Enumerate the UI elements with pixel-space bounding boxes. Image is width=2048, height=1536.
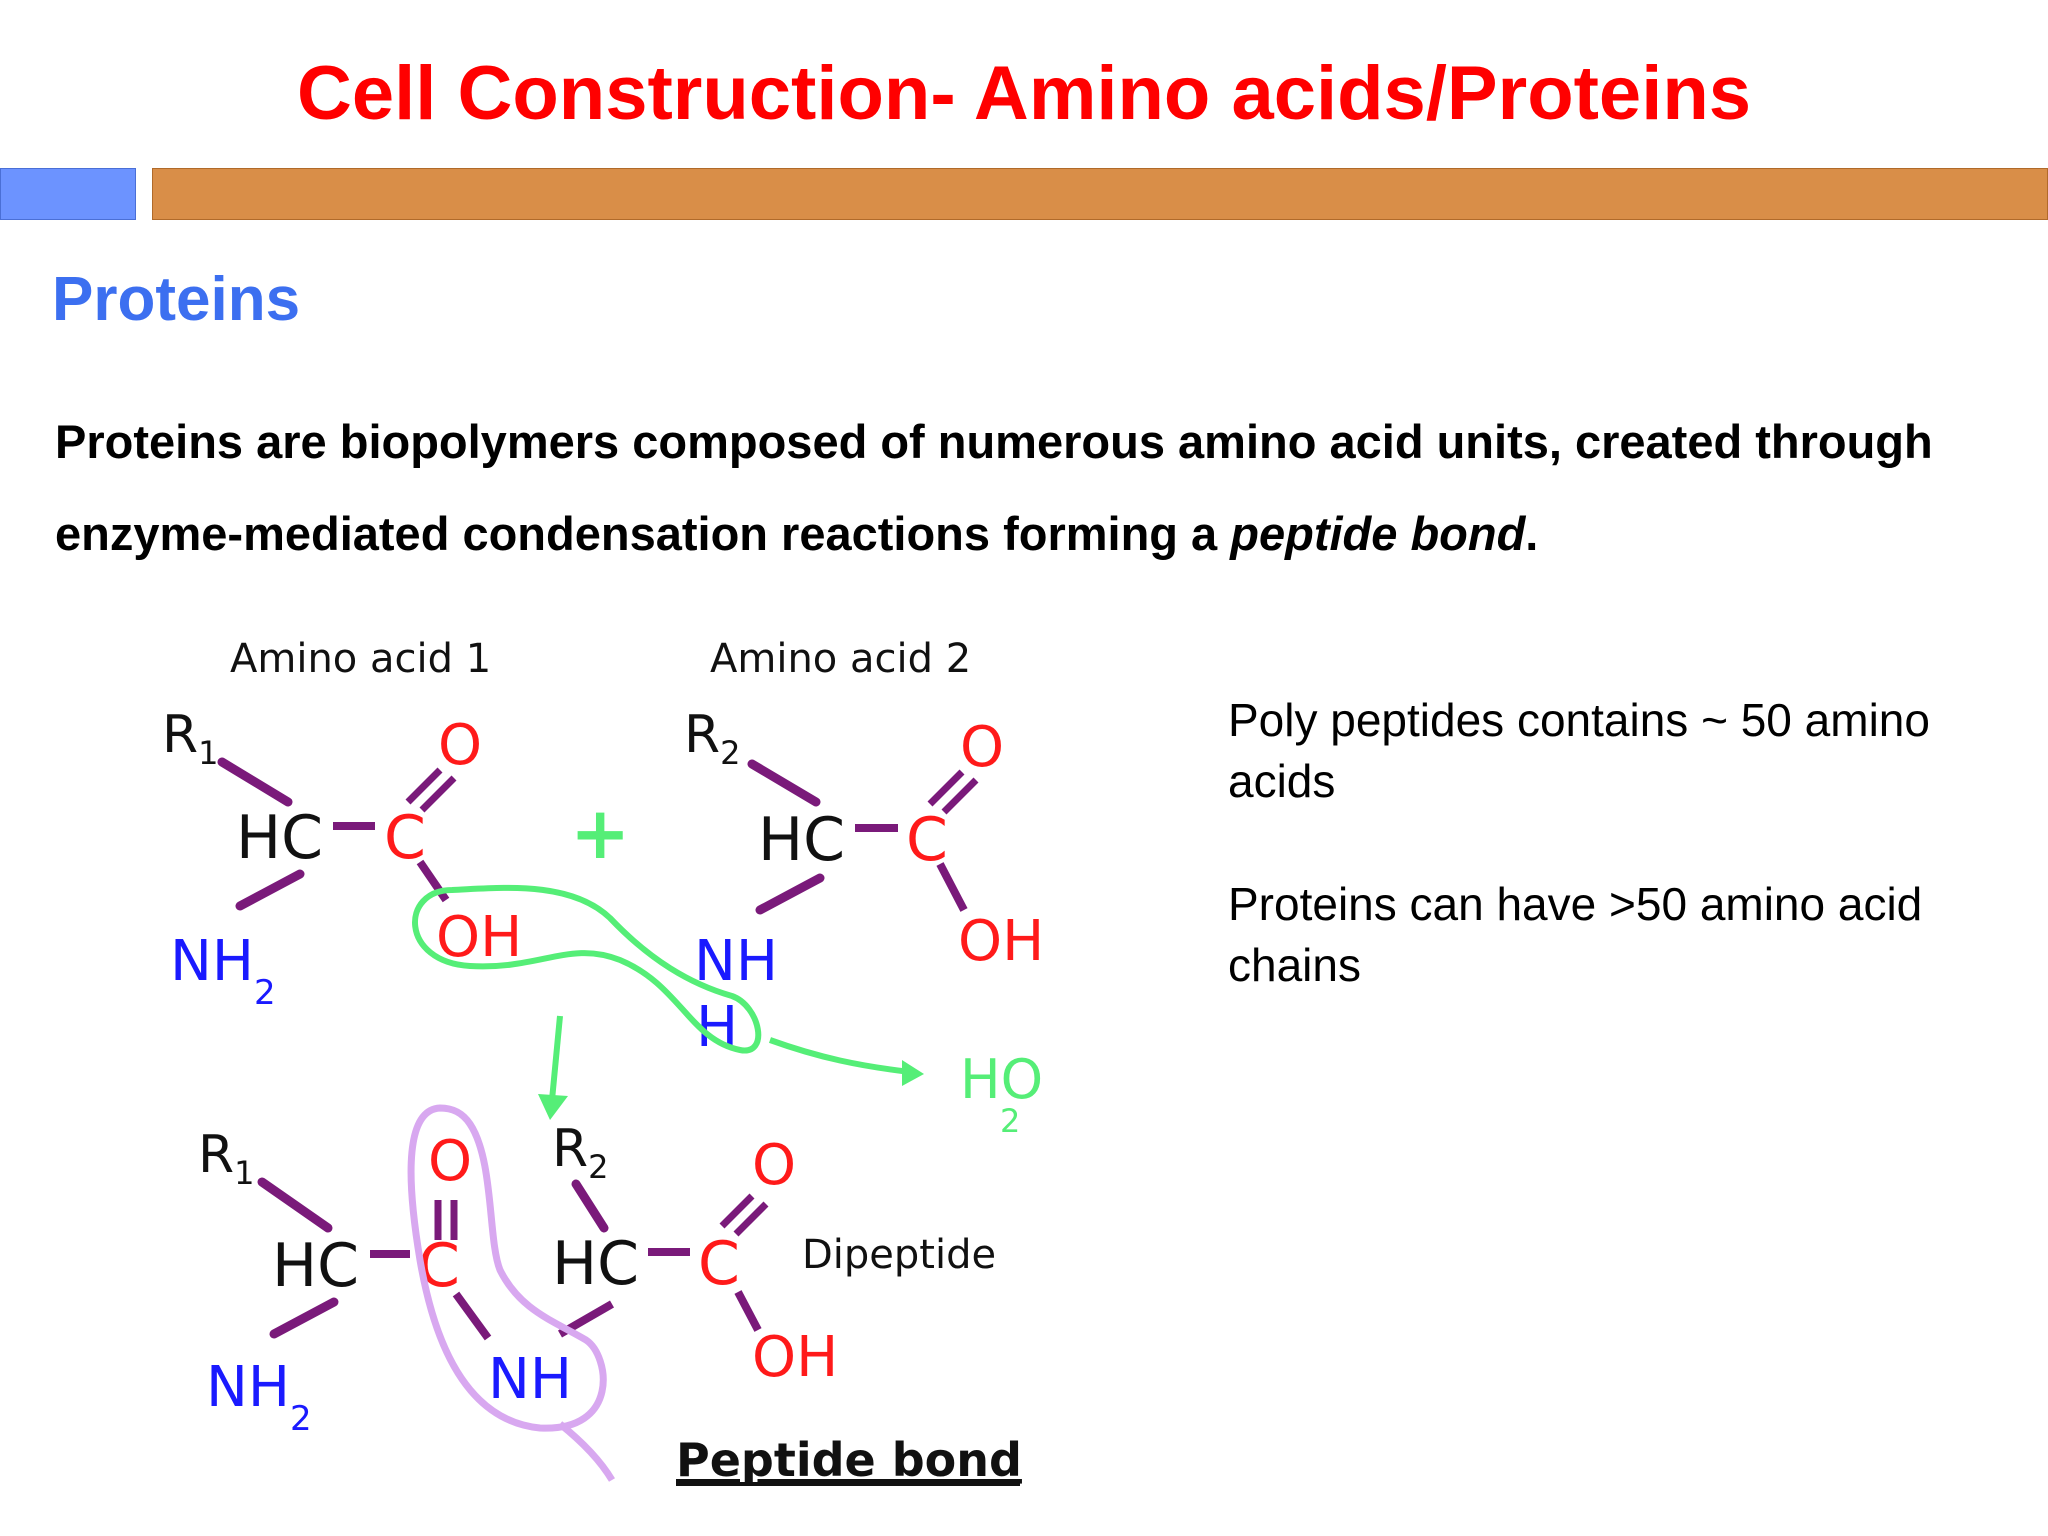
r1-label-dipeptide: R1 <box>198 1125 255 1192</box>
double-bond-a <box>405 767 443 805</box>
water-subscript: 2 <box>1000 1102 1020 1140</box>
bond-n-dipeptide <box>269 1297 339 1339</box>
double-bond-2b <box>941 777 979 815</box>
carbon-label-dipeptide-2: C <box>698 1229 740 1299</box>
bond-r1 <box>217 757 293 807</box>
peptide-bond-diagram: Amino acid 1 Amino acid 2 R1 HC C O OH N… <box>162 636 1044 1487</box>
peptide-bond-label: Peptide bond <box>676 1433 1022 1487</box>
intro-text-start: Proteins are biopolymers composed of num… <box>55 415 1933 560</box>
hydroxyl-label-2: OH <box>958 909 1044 974</box>
carbon-label-2: C <box>906 805 948 875</box>
water-arrow-head <box>902 1060 924 1086</box>
r2-label: R2 <box>684 705 741 772</box>
hydroxyl-label: OH <box>436 905 522 970</box>
bond-n <box>235 869 305 911</box>
hc-label: HC <box>236 803 323 873</box>
oxygen-label: O <box>438 713 482 778</box>
r1-label: R1 <box>162 705 219 772</box>
amine-nh-label: NH <box>694 929 778 994</box>
hc-label-dipeptide: HC <box>272 1231 359 1301</box>
section-heading: Proteins <box>52 265 301 334</box>
peptide-bond-pointer <box>557 1421 616 1482</box>
oxygen-label-dipeptide: O <box>428 1129 472 1194</box>
peptide-nh-label: NH <box>488 1347 572 1412</box>
intro-text-end: . <box>1525 507 1539 560</box>
bond-c-oh-dipeptide <box>734 1290 762 1332</box>
carbon-label: C <box>384 803 426 873</box>
water-removal-loop <box>412 884 762 1054</box>
bond-c-n-dipeptide <box>452 1291 492 1341</box>
intro-paragraph: Proteins are biopolymers composed of num… <box>55 396 1995 580</box>
bond-n-2 <box>755 873 825 915</box>
note-proteins: Proteins can have >50 amino acid chains <box>1228 878 1923 991</box>
plus-sign: + <box>570 791 630 875</box>
hydroxyl-label-dipeptide: OH <box>752 1325 838 1390</box>
amino-acid-1-label: Amino acid 1 <box>230 636 491 682</box>
double-bond-dip-b <box>733 1201 769 1237</box>
note-polypeptide: Poly peptides contains ~ 50 amino acids <box>1228 694 1930 807</box>
amine-label-dipeptide: NH2 <box>206 1355 312 1439</box>
bond-c-oh-2 <box>936 862 968 912</box>
hc-label-dipeptide-2: HC <box>552 1229 639 1299</box>
bond-r1-dipeptide <box>257 1177 333 1233</box>
side-notes: Poly peptides contains ~ 50 amino acids … <box>1228 690 2028 1058</box>
double-bond-2a <box>927 769 965 807</box>
double-bond-b <box>419 775 457 813</box>
slide-title: Cell Construction- Amino acids/Proteins <box>296 51 1752 136</box>
amino-acid-2-label: Amino acid 2 <box>710 636 971 682</box>
oxygen-label-2: O <box>960 715 1004 780</box>
intro-emphasis: peptide bond <box>1230 507 1526 560</box>
oxygen-label-dipeptide-2: O <box>752 1133 796 1198</box>
down-arrow-shaft <box>549 1015 563 1101</box>
hc-label-2: HC <box>758 805 845 875</box>
title-accent-bar-orange <box>152 168 2048 220</box>
double-bond-dip-a <box>719 1193 755 1229</box>
water-label: HO <box>960 1048 1043 1111</box>
down-arrow-head <box>538 1094 568 1120</box>
amine-label: NH2 <box>170 929 276 1013</box>
bond-r2-dipeptide <box>571 1179 609 1233</box>
peptide-bond-highlight <box>407 1104 607 1432</box>
bond-r2 <box>747 759 821 807</box>
dipeptide-label: Dipeptide <box>802 1232 996 1278</box>
water-arrow-shaft <box>768 1037 911 1075</box>
r2-label-dipeptide: R2 <box>552 1119 609 1186</box>
title-accent-bar-blue <box>0 168 136 220</box>
